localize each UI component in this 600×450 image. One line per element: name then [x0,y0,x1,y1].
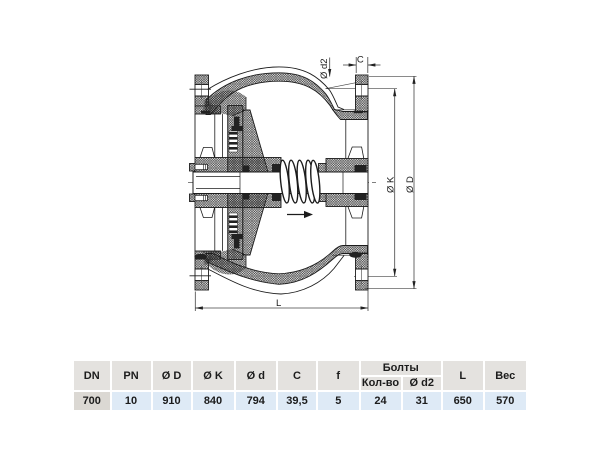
svg-text:Ø d2: Ø d2 [319,58,330,79]
svg-text:Ø D: Ø D [405,176,416,193]
svg-text:Ø K: Ø K [386,176,397,193]
svg-text:L: L [276,298,281,309]
svg-text:C: C [357,55,364,66]
